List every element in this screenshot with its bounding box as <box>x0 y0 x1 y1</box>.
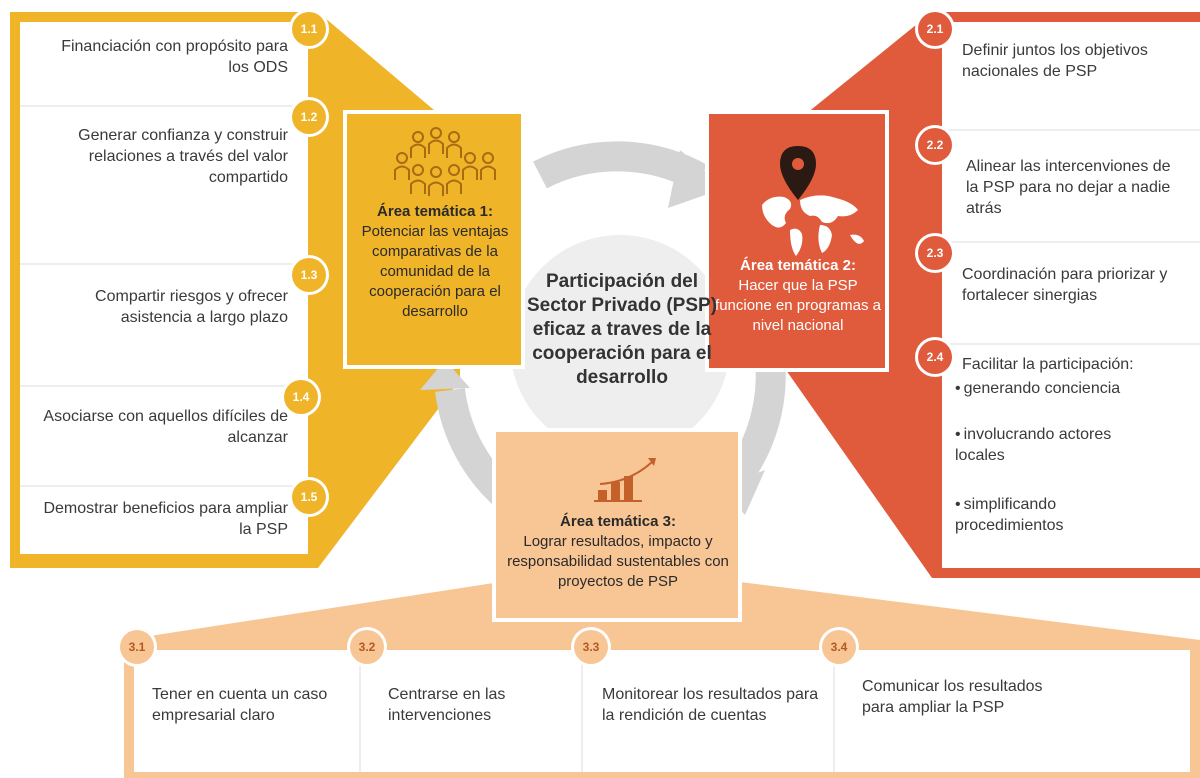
badge-1-4: 1.4 <box>284 380 318 414</box>
cycle-arrowheads <box>420 150 765 515</box>
item-3-4-text: Comunicar los resultados para ampliar la… <box>862 678 1043 716</box>
badge-3-3: 3.3 <box>574 630 608 664</box>
badge-3-2: 3.2 <box>350 630 384 664</box>
area2-label: Área temática 2: Hacer que la PSP funcio… <box>715 256 881 336</box>
badge-1-5: 1.5 <box>292 480 326 514</box>
badge-3-1: 3.1 <box>120 630 154 664</box>
item-1-1-text: Financiación con propósito para los ODS <box>61 38 288 76</box>
item-2-4-text: Facilitar la participación: <box>962 356 1134 373</box>
area1-box <box>343 110 525 369</box>
area2-list-box <box>942 22 1200 568</box>
area2-description: Hacer que la PSP funcione en programas a… <box>715 277 881 334</box>
area1-label: Área temática 1: Potenciar las ventajas … <box>355 202 515 322</box>
area1-list-box <box>20 22 308 554</box>
item-1-2-text: Generar confianza y construir relaciones… <box>78 127 288 186</box>
item-1-3-text: Compartir riesgos y ofrecer asistencia a… <box>95 288 288 326</box>
badge-2-4: 2.4 <box>918 340 952 374</box>
area3-list-box <box>134 650 1190 772</box>
area3-heading: Área temática 3: <box>560 513 676 530</box>
item-3-1-text: Tener en cuenta un caso empresarial clar… <box>152 686 328 724</box>
item-2-3-text: Coordinación para priorizar y fortalecer… <box>962 266 1168 304</box>
people-group-icon <box>394 127 496 196</box>
center-circle <box>510 235 730 455</box>
growth-bar-chart-icon <box>594 458 656 502</box>
item-2-4-bullet: simplificando procedimientos <box>955 494 1155 536</box>
area1-heading: Área temática 1: <box>377 203 493 220</box>
area3-box <box>492 428 742 622</box>
area3-label: Área temática 3: Lograr resultados, impa… <box>505 512 731 592</box>
badge-1-1: 1.1 <box>292 12 326 46</box>
item-2-1-text: Definir juntos los objetivos nacionales … <box>962 42 1148 80</box>
item-3-2-text: Centrarse en las intervenciones <box>388 686 506 724</box>
item-2-4-bullet: generando conciencia <box>955 378 1155 399</box>
world-map-pin-icon <box>762 146 864 256</box>
item-3-3-text: Monitorear los resultados para la rendic… <box>602 686 819 724</box>
badge-2-1: 2.1 <box>918 12 952 46</box>
area1-description: Potenciar las ventajas comparativas de l… <box>361 223 509 320</box>
item-2-2-text: Alinear las intercenviones de la PSP par… <box>966 158 1171 217</box>
area3-description: Lograr resultados, impacto y responsabil… <box>507 533 729 590</box>
center-title: Participación del Sector Privado (PSP) e… <box>526 271 718 388</box>
badge-2-3: 2.3 <box>918 236 952 270</box>
badge-3-4: 3.4 <box>822 630 856 664</box>
badge-2-2: 2.2 <box>918 128 952 162</box>
item-2-4-bullet: involucrando actores locales <box>955 424 1155 466</box>
badge-1-2: 1.2 <box>292 100 326 134</box>
badge-1-3: 1.3 <box>292 258 326 292</box>
item-1-5-text: Demostrar beneficios para ampliar la PSP <box>43 500 288 538</box>
item-1-4-text: Asociarse con aquellos difíciles de alca… <box>43 408 288 446</box>
area2-heading: Área temática 2: <box>740 257 856 274</box>
